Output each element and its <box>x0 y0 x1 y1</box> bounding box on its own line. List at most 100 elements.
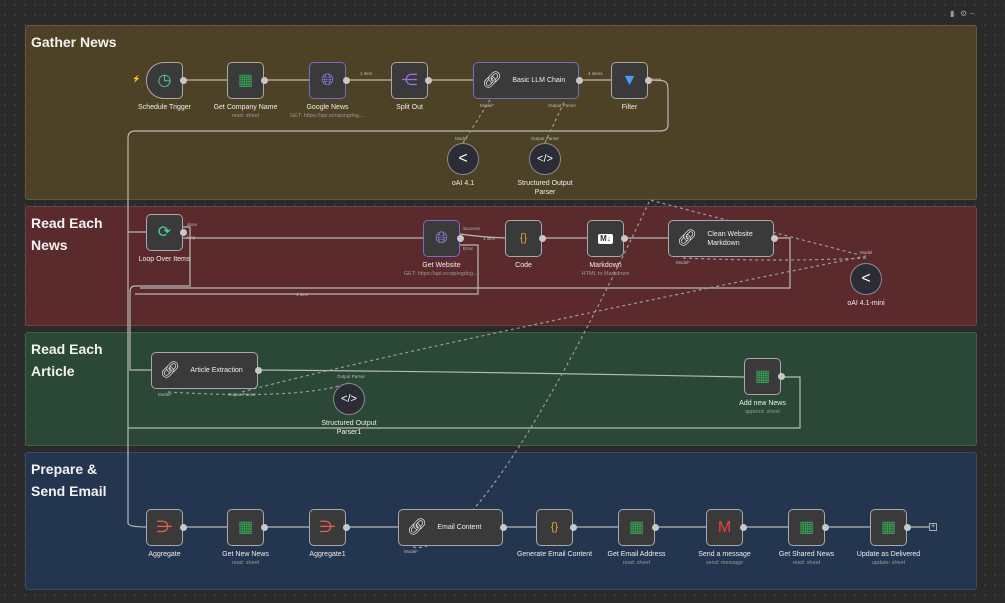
output-port[interactable] <box>343 524 350 531</box>
trash-icon[interactable]: ▮ <box>950 9 955 18</box>
edge-label: Success <box>463 226 481 231</box>
node-clean[interactable]: 🔗︎Clean Website Markdown <box>668 220 774 257</box>
filter-icon: ▼ <box>621 71 638 89</box>
output-port[interactable] <box>180 229 187 236</box>
node-llm[interactable]: 🔗︎Basic LLM Chain <box>473 62 579 99</box>
node-emailc[interactable]: 🔗︎ Email Content <box>398 509 503 546</box>
sub-connection[interactable] <box>412 199 861 549</box>
output-port[interactable] <box>570 524 577 531</box>
edge-label: Model* <box>676 260 690 265</box>
node-loop[interactable]: ⟳ <box>146 214 183 251</box>
output-port[interactable] <box>778 373 785 380</box>
sub-connection[interactable] <box>682 257 867 261</box>
trigger-bolt-icon: ⚡ <box>132 76 141 83</box>
node-title: Email Content <box>437 524 482 531</box>
globe-icon: 🌐︎ <box>435 229 448 247</box>
node-agg[interactable]: ⋺ <box>146 509 183 546</box>
node-sop1[interactable]: </> <box>333 383 365 415</box>
node-getnew[interactable]: ▦ <box>227 509 264 546</box>
node-subtitle: read: sheet <box>231 113 260 119</box>
node-label: oAI 4.1-mini <box>847 300 885 307</box>
connection[interactable] <box>257 369 745 378</box>
node-label: Loop Over Items <box>138 256 191 263</box>
sub-connection[interactable] <box>462 99 491 144</box>
output-port[interactable] <box>576 77 583 84</box>
output-port[interactable] <box>904 524 911 531</box>
output-port[interactable] <box>425 77 432 84</box>
edge-label: Output Parser <box>228 392 257 397</box>
connection[interactable] <box>129 226 191 371</box>
link-icon: 🔗︎ <box>407 518 428 536</box>
node-label: Markdown <box>589 262 622 269</box>
node-code[interactable]: {} <box>505 220 542 257</box>
sub-connection[interactable] <box>167 382 350 396</box>
connection[interactable] <box>127 79 669 528</box>
aggregate-icon: ⋺ <box>319 518 336 536</box>
output-port[interactable] <box>771 235 778 242</box>
node-subtitle: read: sheet <box>622 560 651 566</box>
node-label: Get New News <box>222 551 269 558</box>
node-markdown[interactable]: M↓ <box>587 220 624 257</box>
node-gnews[interactable]: 🌐︎ <box>309 62 346 99</box>
output-port[interactable] <box>652 524 659 531</box>
node-send[interactable]: M <box>706 509 743 546</box>
output-port[interactable] <box>261 77 268 84</box>
sub-connection[interactable] <box>241 255 867 393</box>
output-port[interactable] <box>822 524 829 531</box>
output-port[interactable] <box>740 524 747 531</box>
output-port[interactable] <box>500 524 507 531</box>
node-addnews[interactable]: ▦ <box>744 358 781 395</box>
output-port[interactable] <box>261 524 268 531</box>
node-trigger[interactable]: ◷ <box>146 62 183 99</box>
node-article[interactable]: 🔗︎Article Extraction <box>151 352 258 389</box>
openai-icon: < <box>458 150 468 167</box>
section-readarticle[interactable]: Read Each Article <box>25 332 977 446</box>
edge-label: Error <box>463 246 474 251</box>
braces-icon: {} <box>519 232 528 244</box>
clock-icon: ◷ <box>157 71 172 89</box>
minimize-icon[interactable]: – <box>970 9 975 18</box>
edge-label: Output Parser <box>531 136 560 141</box>
node-label: Filter <box>621 104 638 111</box>
sub-connection[interactable] <box>544 99 566 144</box>
edge-label: Model <box>455 136 467 141</box>
settings-icon[interactable]: ⚙ <box>960 9 968 18</box>
node-subtitle: GET: https://api.scrapingdog.... <box>403 271 480 277</box>
output-port[interactable] <box>621 235 628 242</box>
add-node-button[interactable]: + <box>929 523 937 531</box>
node-agg1[interactable]: ⋺ <box>309 509 346 546</box>
google-sheets-icon: ▦ <box>754 367 771 385</box>
node-split[interactable]: ⋲ <box>391 62 428 99</box>
output-port[interactable] <box>539 235 546 242</box>
output-port[interactable] <box>255 367 262 374</box>
node-label: Update as Delivered <box>856 551 921 558</box>
node-gen[interactable]: {} <box>536 509 573 546</box>
node-sop[interactable]: </> <box>529 143 561 175</box>
node-oai1[interactable]: < <box>447 143 479 175</box>
node-subtitle: update: sheet <box>871 560 906 566</box>
section-title: Prepare & Send Email <box>31 461 107 499</box>
node-subtitle: send: message <box>705 560 744 566</box>
node-shared[interactable]: ▦ <box>788 509 825 546</box>
google-sheets-icon: ▦ <box>237 71 254 89</box>
node-label: Get Website <box>422 262 461 269</box>
node-getemail[interactable]: ▦ <box>618 509 655 546</box>
edge-label: Model <box>860 250 872 255</box>
section-gather[interactable]: Gather News <box>25 25 977 200</box>
section-title: Read Each News <box>31 215 103 253</box>
output-port[interactable] <box>180 77 187 84</box>
node-company[interactable]: ▦ <box>227 62 264 99</box>
output-port[interactable] <box>343 77 350 84</box>
node-website[interactable]: 🌐︎ <box>423 220 460 257</box>
connection[interactable] <box>128 376 801 429</box>
connection[interactable] <box>459 233 506 239</box>
output-port[interactable] <box>457 235 464 242</box>
connection[interactable] <box>140 237 791 289</box>
connection[interactable] <box>135 244 479 295</box>
node-update[interactable]: ▦ <box>870 509 907 546</box>
node-oai2[interactable]: < <box>850 263 882 295</box>
node-filter[interactable]: ▼ <box>611 62 648 99</box>
output-port[interactable] <box>645 77 652 84</box>
output-port[interactable] <box>180 524 187 531</box>
